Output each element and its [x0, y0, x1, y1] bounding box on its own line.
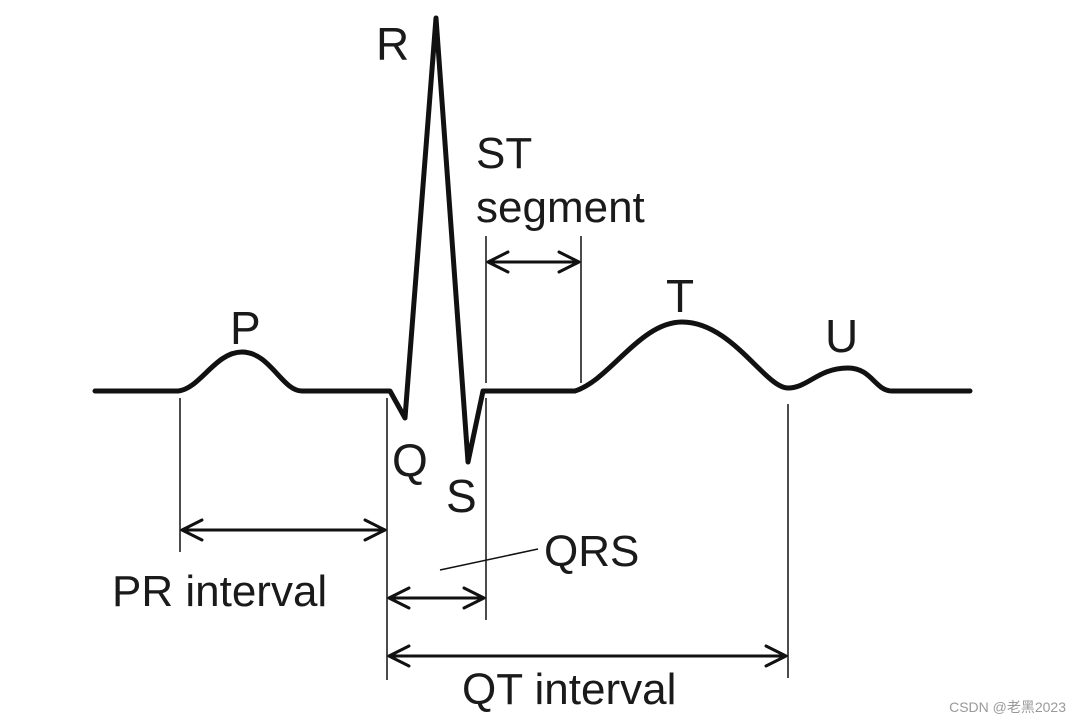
- label-qt-interval: QT interval: [462, 665, 676, 714]
- label-s: S: [446, 470, 477, 522]
- label-pr-interval: PR interval: [112, 567, 327, 616]
- label-qrs: QRS: [544, 527, 639, 576]
- watermark: CSDN @老黑2023: [949, 699, 1066, 715]
- label-segment: segment: [476, 183, 645, 232]
- label-q: Q: [392, 434, 428, 486]
- label-t: T: [666, 270, 694, 322]
- label-r: R: [376, 18, 409, 70]
- label-u: U: [825, 310, 858, 362]
- label-st: ST: [476, 129, 532, 178]
- reference-lines: [179, 236, 789, 680]
- qrs-leader-line: [439, 548, 539, 571]
- interval-arrows: [180, 250, 788, 668]
- ecg-waveform: [92, 15, 973, 465]
- label-p: P: [230, 302, 261, 354]
